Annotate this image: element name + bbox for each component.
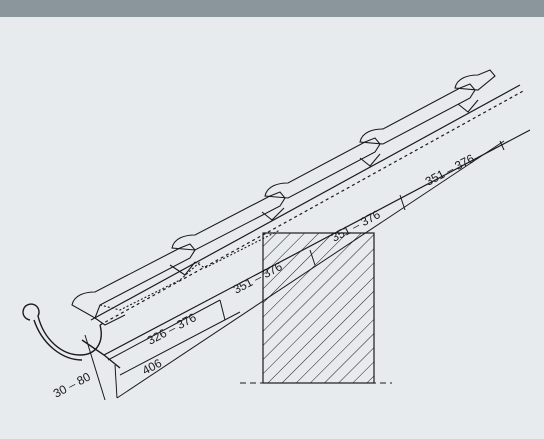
dim-eaves-batten: 406 bbox=[140, 356, 165, 378]
roof-tile-icon bbox=[71, 69, 496, 326]
rafter bbox=[90, 84, 531, 356]
dim-batten-gauge-3: 351 – 376 bbox=[423, 151, 477, 189]
wall-hatch-icon bbox=[240, 232, 392, 384]
dimension-lines bbox=[84, 140, 505, 401]
gutter-icon bbox=[22, 303, 121, 369]
dim-overhang: 30 – 80 bbox=[51, 369, 93, 400]
top-bar bbox=[0, 0, 544, 17]
